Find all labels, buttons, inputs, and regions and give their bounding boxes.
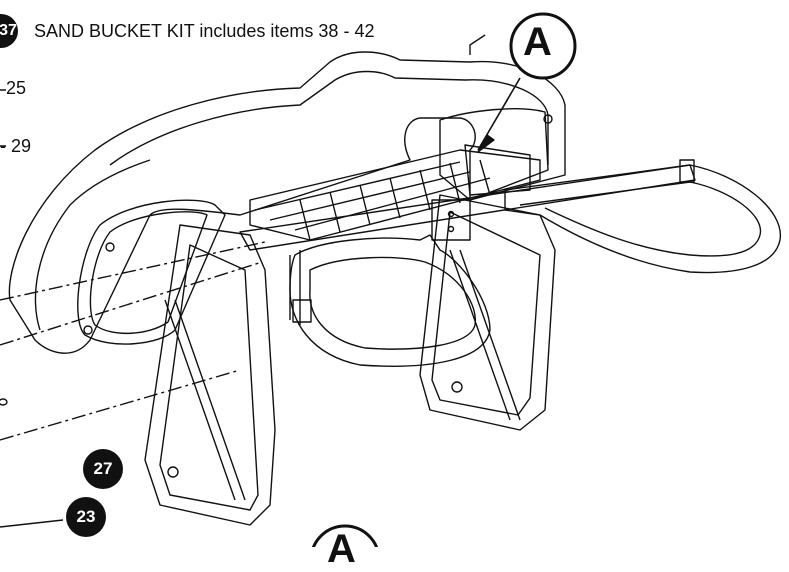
leader-line	[0, 89, 6, 147]
diagram-canvas: 37 SAND BUCKET KIT includes items 38 - 4…	[0, 12, 781, 571]
assembly-line	[0, 369, 241, 441]
left-stand-leg	[144, 224, 276, 526]
item-29-label: - 29	[0, 136, 32, 156]
assembly-line	[0, 261, 263, 346]
crossbar	[239, 164, 696, 251]
detail-a-label: A	[523, 20, 552, 64]
seat-cushion	[8, 51, 566, 354]
left-mount-plate	[77, 199, 226, 345]
detail-a-bottom-label: A	[327, 527, 356, 571]
item-25-label: 25	[6, 78, 27, 98]
seat-side-edge	[34, 159, 151, 331]
right-stand-leg	[419, 194, 556, 431]
leader-line	[469, 34, 486, 55]
center-bracket	[431, 199, 471, 241]
item-37-badge: 37	[0, 14, 18, 48]
leader-line	[0, 519, 64, 528]
assembly-drawing	[0, 12, 781, 547]
item-23-badge: 23	[66, 497, 106, 537]
right-mount-plate	[439, 108, 549, 201]
left-bucket-ring	[289, 234, 491, 367]
sand-basket	[249, 149, 541, 241]
right-bucket-ring	[504, 164, 781, 274]
detail-a-circle	[509, 12, 577, 80]
assembly-line	[0, 241, 266, 301]
item-27-badge: 27	[83, 449, 123, 489]
detail-a-circle-bottom	[311, 524, 379, 547]
seat-cushion-inner	[109, 70, 549, 166]
kit-label: SAND BUCKET KIT includes items 38 - 42	[34, 21, 375, 41]
